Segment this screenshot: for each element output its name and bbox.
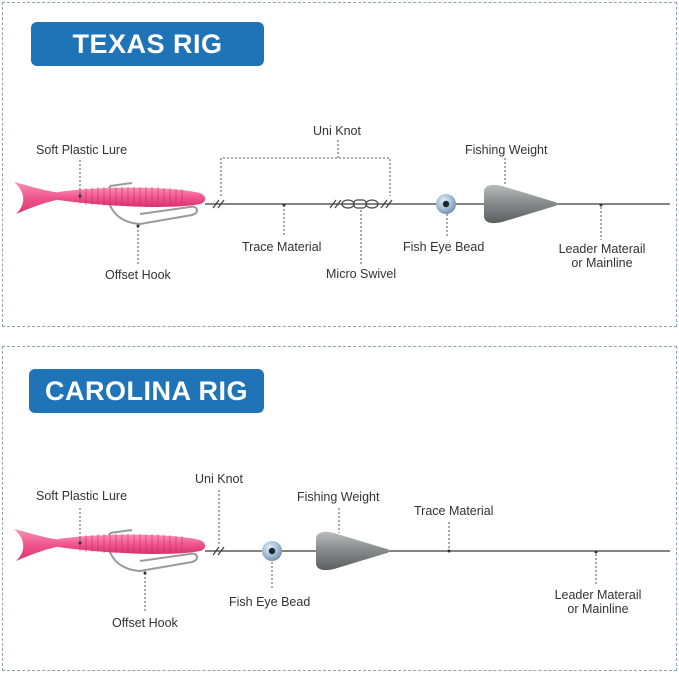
texas-label-leader-line2: or Mainline <box>571 256 633 270</box>
carolina-rig-title: CAROLINA RIG <box>29 369 264 413</box>
texas-label-offset-hook: Offset Hook <box>105 268 171 282</box>
texas-rig-title: TEXAS RIG <box>31 22 264 66</box>
texas-label-fishing-weight: Fishing Weight <box>465 143 548 157</box>
carolina-label-fishing-weight: Fishing Weight <box>297 490 380 504</box>
texas-fishing-weight <box>484 184 558 224</box>
texas-micro-swivel <box>341 199 379 209</box>
texas-label-fish-eye-bead: Fish Eye Bead <box>403 240 485 254</box>
carolina-label-fish-eye-bead: Fish Eye Bead <box>229 595 311 609</box>
texas-rig-panel <box>2 2 677 327</box>
carolina-label-trace-material: Trace Material <box>414 504 494 518</box>
carolina-rig-diagram <box>14 490 670 612</box>
carolina-rig-panel <box>2 346 677 671</box>
texas-knot-marks <box>212 199 393 209</box>
texas-uni-knot-bracket <box>220 157 391 196</box>
carolina-fishing-weight <box>316 531 390 571</box>
texas-label-trace-material: Trace Material <box>242 240 322 254</box>
texas-soft-plastic-lure <box>14 182 206 214</box>
carolina-label-soft-plastic-lure: Soft Plastic Lure <box>36 489 128 503</box>
carolina-soft-plastic-lure <box>14 529 206 561</box>
carolina-knot-marks <box>212 546 225 556</box>
carolina-label-uni-knot: Uni Knot <box>195 472 243 486</box>
texas-label-soft-plastic-lure: Soft Plastic Lure <box>36 143 128 157</box>
carolina-label-leader-line2: or Mainline <box>567 602 629 616</box>
texas-label-uni-knot: Uni Knot <box>313 124 361 138</box>
texas-label-leader-line1: Leader Materail <box>558 242 646 256</box>
carolina-label-offset-hook: Offset Hook <box>112 616 178 630</box>
texas-label-micro-swivel: Micro Swivel <box>326 267 397 281</box>
carolina-label-leader-line1: Leader Materail <box>554 588 642 602</box>
texas-rig-diagram <box>14 140 670 265</box>
